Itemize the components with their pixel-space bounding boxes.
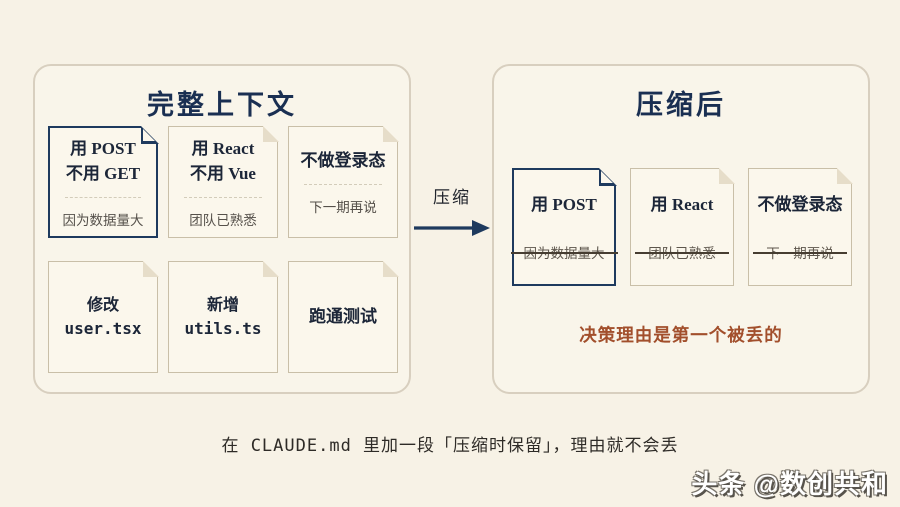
doc-card-title: 用 POST 不用 GET	[65, 138, 141, 184]
doc-card-lost-reason: 因为数据量大	[510, 242, 618, 262]
doc-card-react-compressed: 用 React 团队已熟悉	[630, 167, 735, 286]
dashed-divider	[64, 196, 142, 198]
right-arrow-icon	[414, 220, 490, 236]
doc-card-title: 用 POST	[531, 195, 597, 215]
doc-card-reason: 因为数据量大	[62, 212, 144, 228]
left-cards-grid: 用 POST 不用 GET 因为数据量大 用 React 不用 Vue 团队已熟…	[48, 125, 399, 373]
doc-card-no-login: 不做登录态 下一期再说	[288, 125, 399, 238]
doc-card-react-vue: 用 React 不用 Vue 团队已熟悉	[168, 125, 279, 238]
doc-card-lost-reason: 团队已熟悉	[635, 242, 729, 262]
compress-label: 压缩	[433, 188, 471, 207]
doc-card-lost-reason: 下一期再说	[753, 242, 847, 262]
doc-card-edit-user-tsx: 修改 user.tsx	[48, 260, 159, 373]
dashed-divider	[184, 196, 262, 198]
dashed-divider	[304, 183, 382, 185]
watermark: 头条 @数创共和	[691, 469, 888, 499]
compress-arrow-group: 压缩	[410, 183, 494, 237]
doc-card-title: 修改 user.tsx	[64, 295, 142, 338]
doc-card-title: 不做登录态	[757, 195, 843, 215]
doc-card-title: 用 React	[650, 195, 714, 215]
right-cards-row: 用 POST 因为数据量大 用 React 团队已熟悉 不做登录态 下一期再说	[510, 167, 853, 286]
panel-title-compressed: 压缩后	[636, 90, 726, 120]
doc-card-post-compressed: 用 POST 因为数据量大	[510, 167, 618, 286]
doc-card-reason: 团队已熟悉	[189, 212, 257, 228]
lost-reason-note: 决策理由是第一个被丢的	[579, 325, 783, 345]
doc-card-title: 跑通测试	[309, 307, 377, 327]
doc-card-title: 新增 utils.ts	[184, 295, 262, 338]
doc-card-reason: 下一期再说	[309, 199, 377, 215]
doc-card-post-get: 用 POST 不用 GET 因为数据量大	[48, 125, 159, 238]
panel-compressed: 压缩后 用 POST 因为数据量大 用 React 团队已熟悉 不做登录态 下一…	[492, 64, 870, 394]
doc-card-add-utils-ts: 新增 utils.ts	[168, 260, 279, 373]
doc-card-run-tests: 跑通测试	[288, 260, 399, 373]
panel-full-context: 完整上下文 用 POST 不用 GET 因为数据量大 用 React 不用 Vu…	[33, 64, 411, 394]
doc-card-title: 不做登录态	[300, 151, 386, 171]
doc-card-title: 用 React 不用 Vue	[190, 138, 256, 184]
panel-title-full-context: 完整上下文	[147, 90, 297, 120]
bottom-caption: 在 CLAUDE.md 里加一段「压缩时保留」，理由就不会丢	[221, 436, 679, 456]
doc-card-no-login-compressed: 不做登录态 下一期再说	[748, 167, 853, 286]
